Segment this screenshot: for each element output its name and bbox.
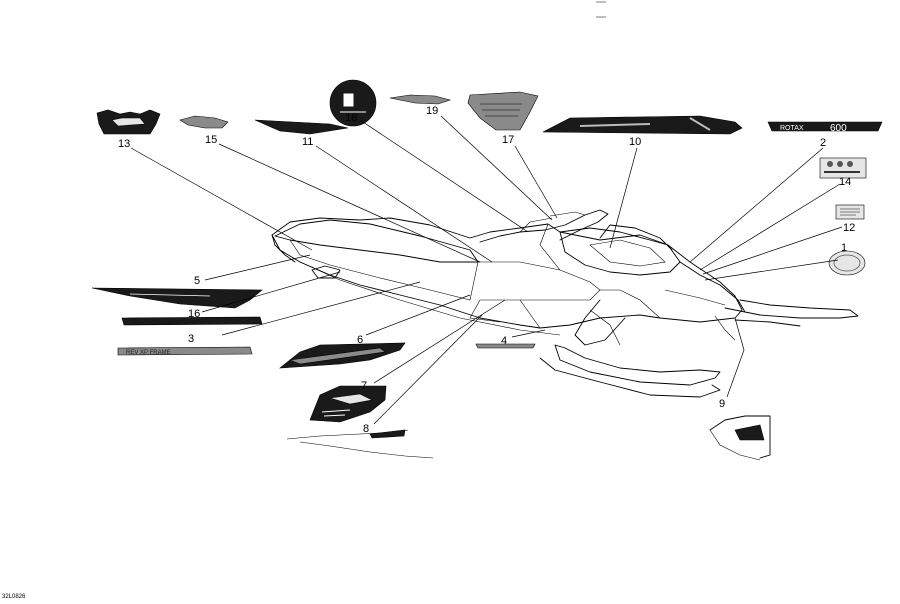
decal-1 xyxy=(828,250,866,276)
callout-15: 15 xyxy=(205,134,217,146)
callout-4: 4 xyxy=(501,335,507,347)
decal-13 xyxy=(96,109,161,135)
callout-12: 12 xyxy=(843,222,855,234)
decal-2: ROTAX 600 xyxy=(767,121,883,134)
callout-19: 19 xyxy=(426,105,438,117)
reference-code: 32L0826 xyxy=(2,594,26,600)
callout-9: 9 xyxy=(719,398,725,410)
decal-18 xyxy=(329,79,377,127)
decal-11 xyxy=(254,119,349,135)
leader-lines xyxy=(130,115,843,425)
decal-3: REV XP FRAME xyxy=(117,316,263,356)
ski-assembly xyxy=(539,299,859,398)
decal-17 xyxy=(467,91,539,131)
callout-numbers: 1 2 3 4 5 6 7 8 9 10 11 12 13 14 15 16 1… xyxy=(118,105,855,435)
decal-15 xyxy=(179,115,229,129)
callout-1: 1 xyxy=(841,242,847,254)
callout-7: 7 xyxy=(361,380,367,392)
callout-5: 5 xyxy=(194,275,200,287)
decal-16 xyxy=(91,287,263,309)
rotax-model: 600 xyxy=(830,123,847,134)
decal-14 xyxy=(819,157,867,179)
callout-3: 3 xyxy=(188,333,194,345)
callout-2: 2 xyxy=(820,137,826,149)
callout-11: 11 xyxy=(302,136,313,148)
callout-13: 13 xyxy=(118,138,130,150)
callout-18: 18 xyxy=(345,112,357,124)
hood-frame-text: REV XP FRAME xyxy=(126,350,171,356)
callout-10: 10 xyxy=(629,136,641,148)
decal-9 xyxy=(709,415,771,461)
decal-10 xyxy=(542,115,743,135)
callout-14: 14 xyxy=(839,176,851,188)
decal-7 xyxy=(309,385,387,423)
decal-19 xyxy=(389,94,452,105)
decal-6 xyxy=(279,342,406,369)
decal-4 xyxy=(475,343,536,349)
rotax-text: ROTAX xyxy=(780,125,804,132)
decal-8 xyxy=(286,429,434,459)
snowmobile-body xyxy=(271,209,746,336)
callout-16: 16 xyxy=(188,308,200,320)
decal-12 xyxy=(835,204,865,220)
callout-8: 8 xyxy=(363,423,369,435)
callout-6: 6 xyxy=(357,334,363,346)
callout-17: 17 xyxy=(502,134,514,146)
